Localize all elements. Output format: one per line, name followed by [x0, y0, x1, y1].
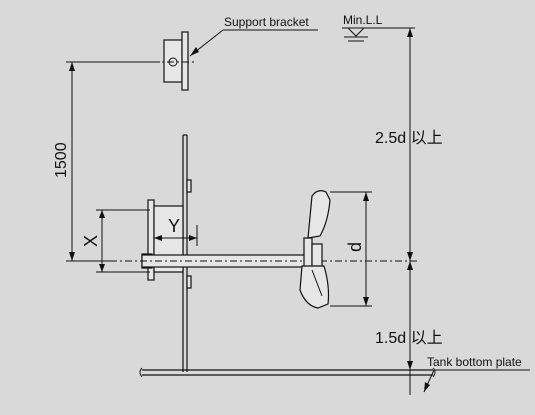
min-ll-marker [342, 27, 415, 42]
support-bracket-leader [189, 29, 318, 57]
dimension-y-label: Y [168, 216, 180, 236]
upper-clearance-label: 2.5d 以上 [375, 129, 443, 147]
agitator-shaft [110, 254, 418, 268]
propeller [299, 190, 331, 309]
min-ll-label: Min.L.L [343, 13, 383, 27]
support-bracket [152, 31, 196, 91]
dimension-d-label: d [345, 242, 365, 252]
dimension-y [153, 225, 198, 246]
lower-clearance-label: 1.5d 以上 [375, 329, 443, 347]
dimension-x-label: X [81, 235, 101, 247]
dimension-1500-label: 1500 [53, 142, 70, 178]
support-bracket-label: Support bracket [224, 15, 309, 29]
dimension-x [96, 209, 150, 273]
tank-bottom-label: Tank bottom plate [427, 355, 522, 369]
support-post [182, 134, 192, 372]
tank-bottom-leader [423, 369, 530, 393]
dimension-d [330, 191, 372, 307]
clearance-dimension [407, 28, 413, 395]
tank-bottom-plate [139, 367, 436, 378]
mount-flange [141, 199, 184, 281]
dimension-1500 [66, 61, 160, 262]
